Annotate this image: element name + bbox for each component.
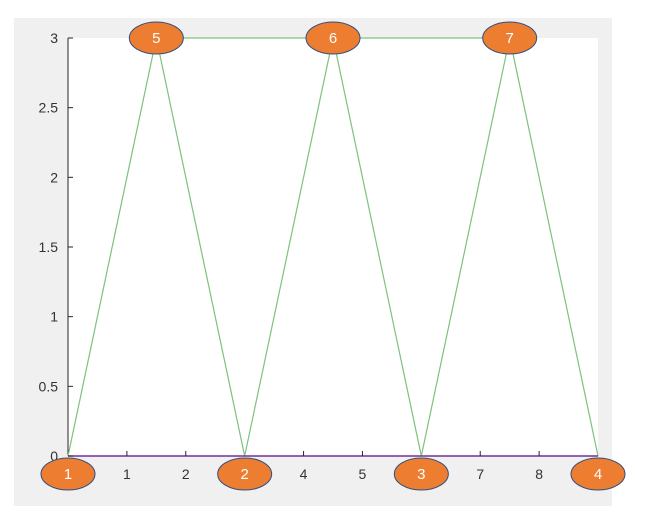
x-axis-ticks: 1 2 4 5 7 8 — [123, 451, 543, 482]
graph-node-label: 3 — [417, 466, 425, 483]
y-tick-label: 1.5 — [39, 239, 59, 255]
graph-node — [305, 21, 361, 55]
x-tick-label: 8 — [535, 466, 543, 482]
x-tick-label: 7 — [476, 466, 484, 482]
graph-node-label: 4 — [594, 466, 602, 483]
y-tick-label: 2 — [50, 169, 58, 185]
graph-edge — [420, 37, 511, 457]
graph-edge — [509, 37, 599, 457]
graph-node-label: 7 — [505, 30, 513, 47]
graph-node — [40, 457, 96, 491]
axes-background — [68, 38, 598, 456]
graph-node — [128, 21, 184, 55]
x-tick-label: 1 — [123, 466, 131, 482]
graph-edge — [67, 37, 157, 457]
graph-node — [217, 457, 273, 491]
graph-node — [482, 21, 538, 55]
graph-node-label: 2 — [240, 466, 248, 483]
y-tick-label: 1 — [50, 309, 58, 325]
y-axis-ticks: 0 0.5 1 1.5 2 2.5 3 — [39, 30, 73, 464]
graph-node-label: 1 — [64, 466, 72, 483]
graph-nodes: 1 2 3 4 5 6 7 — [40, 21, 626, 491]
x-tick-label: 2 — [182, 466, 190, 482]
graph-edges — [67, 37, 599, 457]
y-tick-label: 3 — [50, 30, 58, 46]
graph-edge — [244, 37, 334, 457]
graph-edge — [332, 37, 422, 457]
graph-node — [570, 457, 626, 491]
graph-node-label: 6 — [329, 30, 337, 47]
x-tick-label: 5 — [359, 466, 367, 482]
y-tick-label: 0.5 — [39, 378, 59, 394]
graph-node-label: 5 — [152, 30, 160, 47]
x-tick-label: 4 — [300, 466, 308, 482]
y-tick-label: 2.5 — [39, 100, 59, 116]
y-tick-label: 0 — [50, 448, 58, 464]
graph-edge — [155, 37, 246, 457]
graph-node — [393, 457, 449, 491]
